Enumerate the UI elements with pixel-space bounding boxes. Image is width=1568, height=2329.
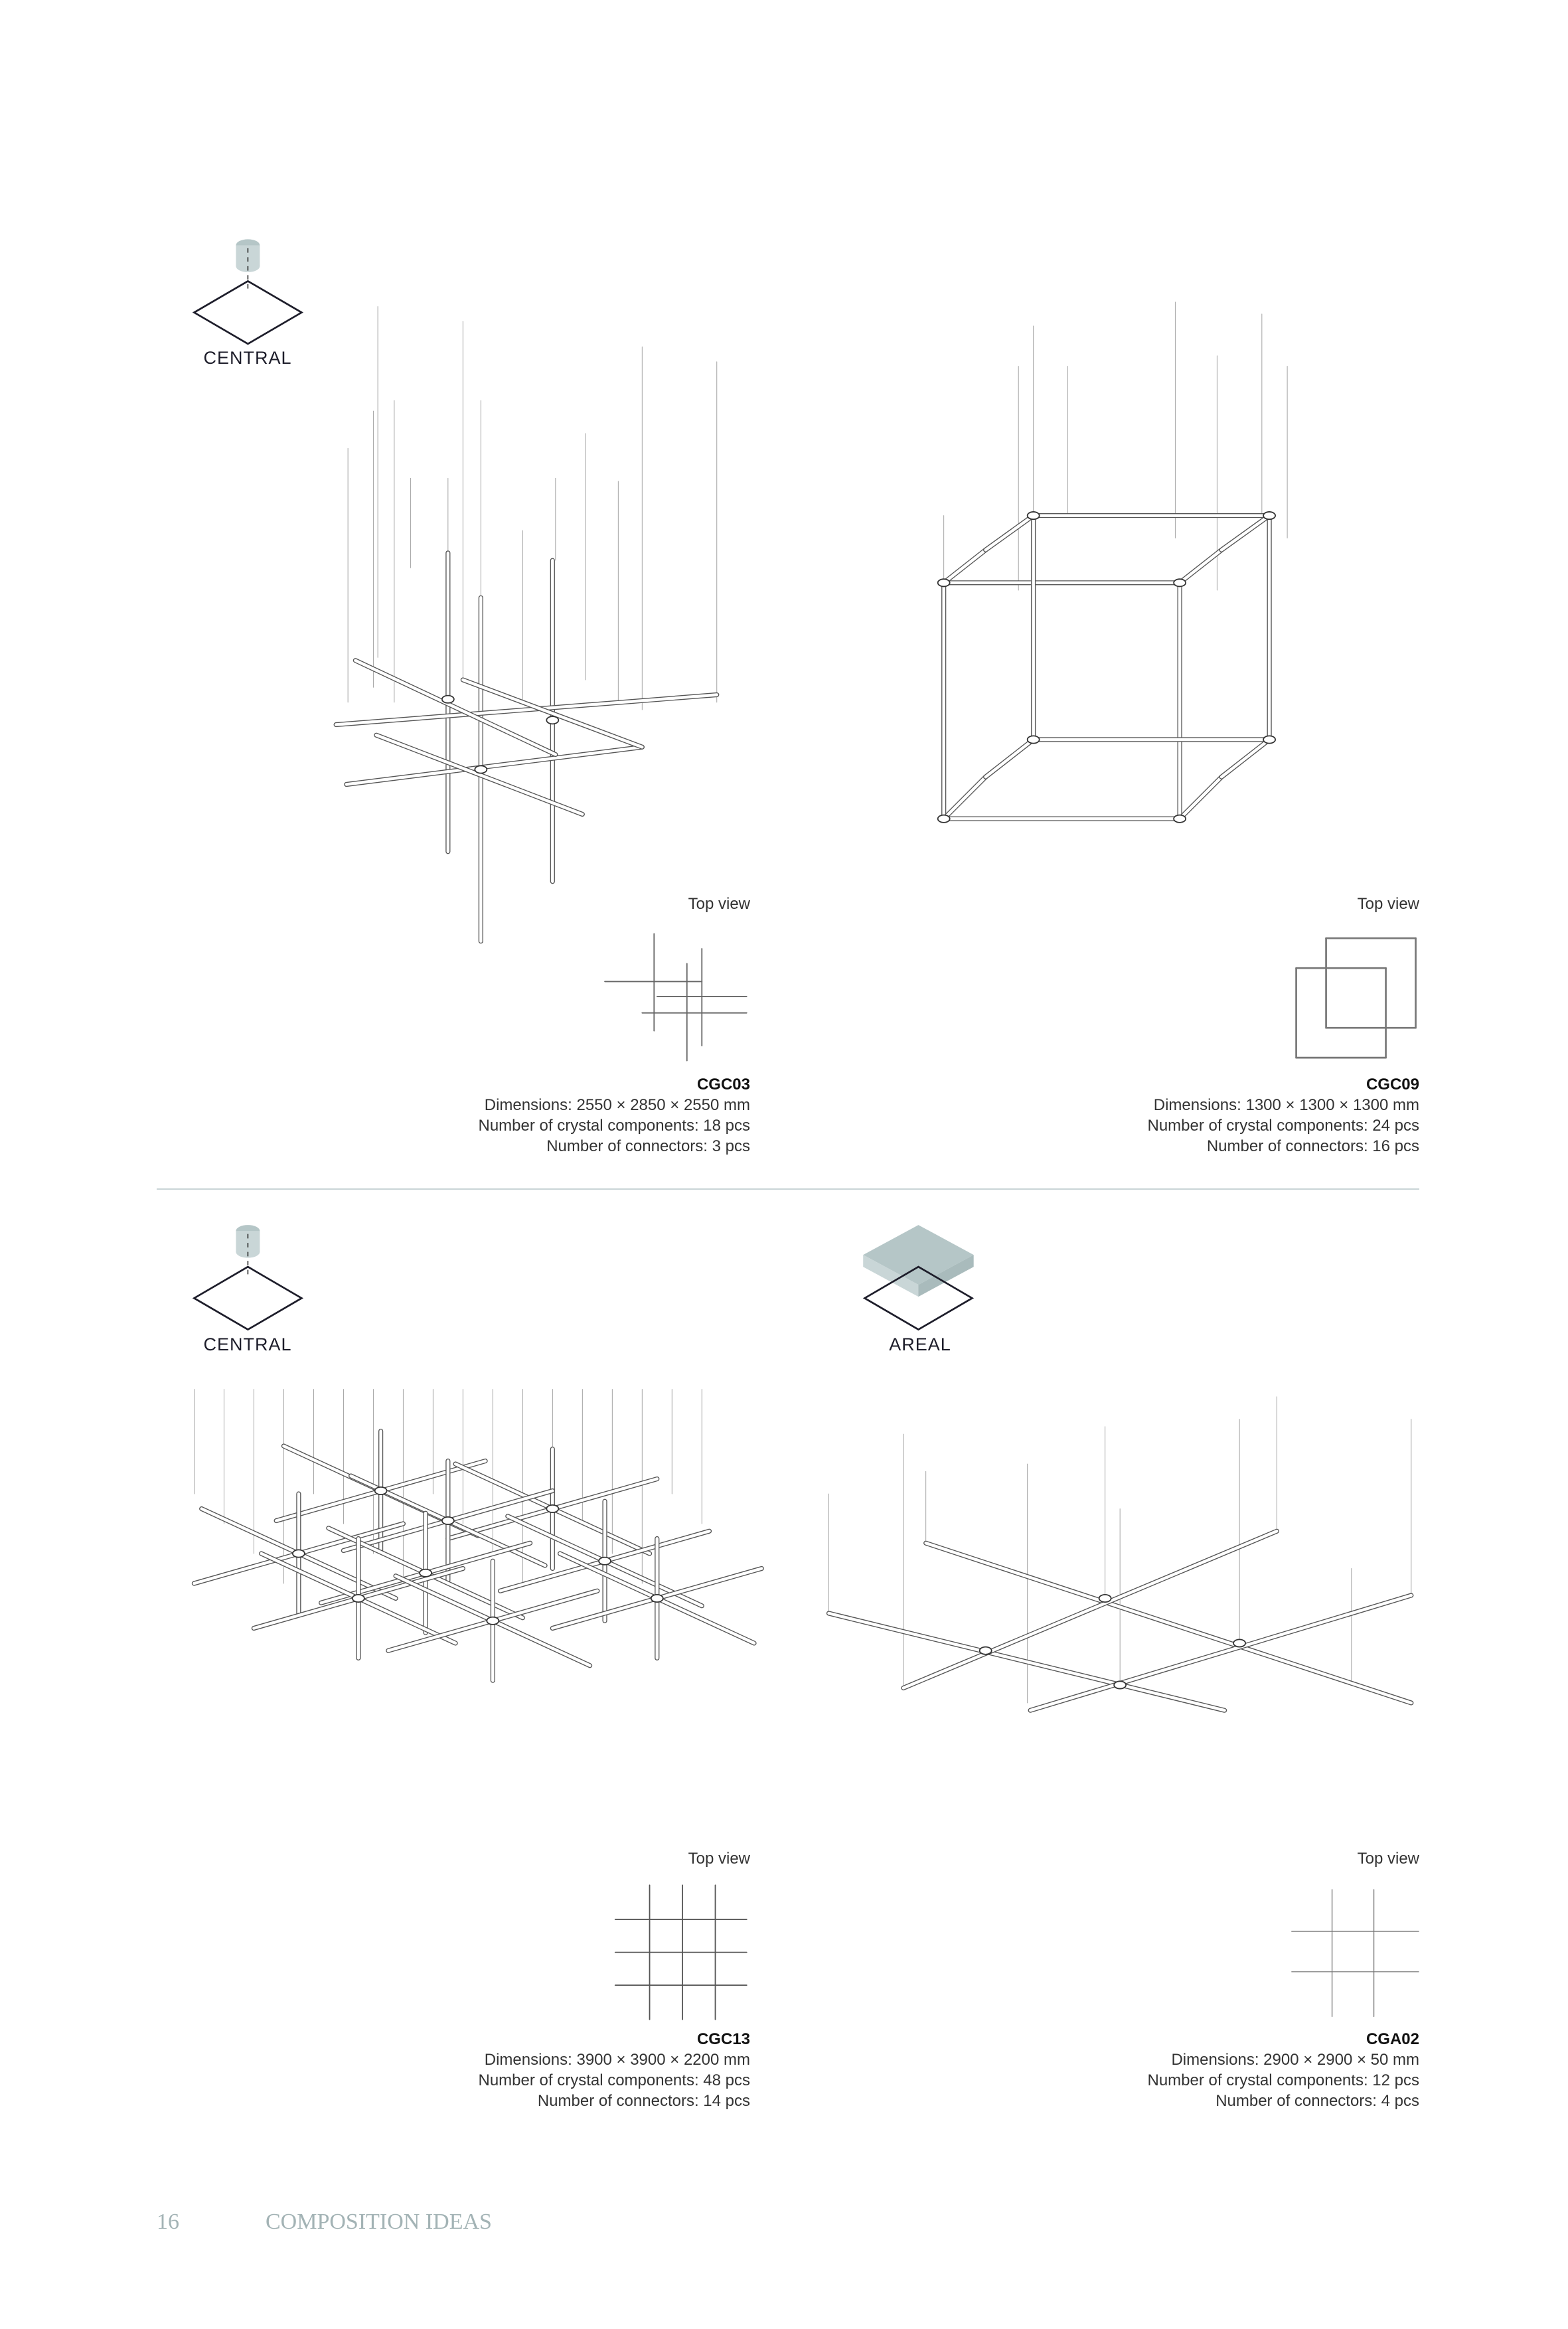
crystal-rod-inner: [1219, 738, 1271, 779]
crystal-rod-inner: [942, 548, 987, 585]
connectors: Number of connectors: 14 pcs: [537, 2092, 750, 2110]
mount-type-label: CENTRAL: [203, 1334, 292, 1354]
connector: [1026, 735, 1040, 744]
top-view-label: Top view: [1357, 895, 1419, 913]
connectors: Number of connectors: 3 pcs: [546, 1137, 750, 1155]
connector: [1113, 1680, 1127, 1690]
dimensions: Dimensions: 1300 × 1300 × 1300 mm: [1153, 1096, 1419, 1114]
cga02-drawing: [826, 1396, 1414, 1713]
section-divider: [157, 1188, 1419, 1190]
crystal-components: Number of crystal components: 18 pcs: [478, 1117, 750, 1135]
connector: [1098, 1593, 1112, 1603]
connector: [546, 1504, 560, 1514]
connector: [1173, 814, 1187, 823]
cgc03-drawing: [333, 306, 720, 944]
product-spec-cgc03: CGC03 Dimensions: 2550 × 2850 × 2550 mm …: [478, 1074, 750, 1157]
connectors: Number of connectors: 16 pcs: [1206, 1137, 1419, 1155]
cgc13-drawing: [191, 1389, 764, 1683]
connector: [546, 716, 560, 725]
connector: [1263, 735, 1276, 744]
connector: [937, 578, 951, 588]
connector: [1233, 1639, 1247, 1648]
crystal-rod-inner: [345, 746, 644, 786]
crystal-rod-inner: [334, 693, 719, 726]
product-code: CGC13: [696, 2030, 750, 2048]
crystal-rod-inner: [354, 659, 558, 756]
page-number: 16: [157, 2209, 179, 2234]
product-code: CGA02: [1366, 2030, 1419, 2048]
mount-type-label: AREAL: [889, 1334, 951, 1354]
central-mount-icon: [192, 1225, 304, 1331]
product-code: CGC03: [696, 1076, 750, 1093]
connector: [937, 814, 951, 823]
cgc09-drawing: [937, 301, 1288, 823]
crystal-rod-inner: [1178, 548, 1223, 585]
connectors: Number of connectors: 4 pcs: [1215, 2092, 1419, 2110]
central-mount-icon: [192, 239, 304, 345]
connector: [474, 765, 488, 774]
top-view-drawings: [604, 933, 1419, 2020]
crystal-rod-inner: [902, 1530, 1279, 1690]
connector: [1026, 511, 1040, 521]
crystal-rod-inner: [984, 514, 1035, 552]
top-view-label: Top view: [1357, 1850, 1419, 1868]
crystal-rod-inner: [924, 1542, 1413, 1705]
connector: [351, 1593, 365, 1603]
crystal-rod-inner: [1028, 1593, 1413, 1712]
connector: [441, 1516, 455, 1526]
crystal-components: Number of crystal components: 48 pcs: [478, 2071, 750, 2089]
dimensions: Dimensions: 2550 × 2850 × 2550 mm: [484, 1096, 750, 1114]
connector: [374, 1486, 388, 1496]
connector: [1173, 578, 1187, 588]
crystal-components: Number of crystal components: 12 pcs: [1147, 2071, 1419, 2089]
mount-type-label: CENTRAL: [203, 348, 292, 368]
top-view-label: Top view: [688, 1850, 750, 1868]
dimensions: Dimensions: 3900 × 3900 × 2200 mm: [484, 2051, 750, 2069]
section-title: COMPOSITION IDEAS: [266, 2209, 492, 2234]
connector: [598, 1556, 611, 1566]
crystal-rod-inner: [984, 738, 1035, 779]
dimensions: Dimensions: 2900 × 2900 × 50 mm: [1171, 2051, 1419, 2069]
connector: [1263, 511, 1276, 521]
areal-mount-icon: [862, 1225, 975, 1331]
connector: [650, 1593, 664, 1603]
crystal-rod-inner: [1178, 775, 1223, 821]
crystal-rod-inner: [1219, 514, 1271, 552]
connector: [441, 694, 455, 704]
crystal-rod-inner: [827, 1611, 1226, 1712]
connector: [419, 1568, 433, 1577]
crystal-rod-inner: [461, 678, 644, 749]
crystal-rod-inner: [942, 775, 987, 821]
connector: [292, 1549, 305, 1558]
connector: [486, 1616, 500, 1625]
crystal-components: Number of crystal components: 24 pcs: [1147, 1117, 1419, 1135]
product-spec-cga02: CGA02 Dimensions: 2900 × 2900 × 50 mm Nu…: [1147, 2029, 1419, 2111]
product-spec-cgc13: CGC13 Dimensions: 3900 × 3900 × 2200 mm …: [478, 2029, 750, 2111]
product-spec-cgc09: CGC09 Dimensions: 1300 × 1300 × 1300 mm …: [1147, 1074, 1419, 1157]
top-view-label: Top view: [688, 895, 750, 913]
crystal-rod-inner: [374, 734, 584, 816]
connector: [979, 1646, 992, 1655]
product-code: CGC09: [1366, 1076, 1419, 1093]
